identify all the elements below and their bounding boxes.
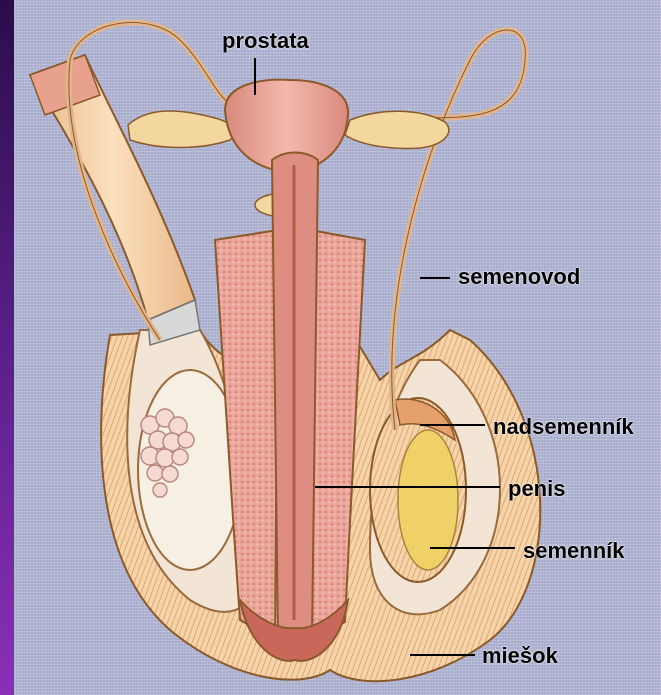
label-semennik: semenník [523,540,625,562]
right-seminal-vesicle [345,111,449,148]
label-prostata: prostata [222,30,309,52]
label-nadsemennik: nadsemenník [493,416,634,438]
label-semenovod: semenovod [458,266,580,288]
label-miesok: miešok [482,645,558,667]
label-penis: penis [508,478,565,500]
left-seminal-vesicle [128,111,234,148]
